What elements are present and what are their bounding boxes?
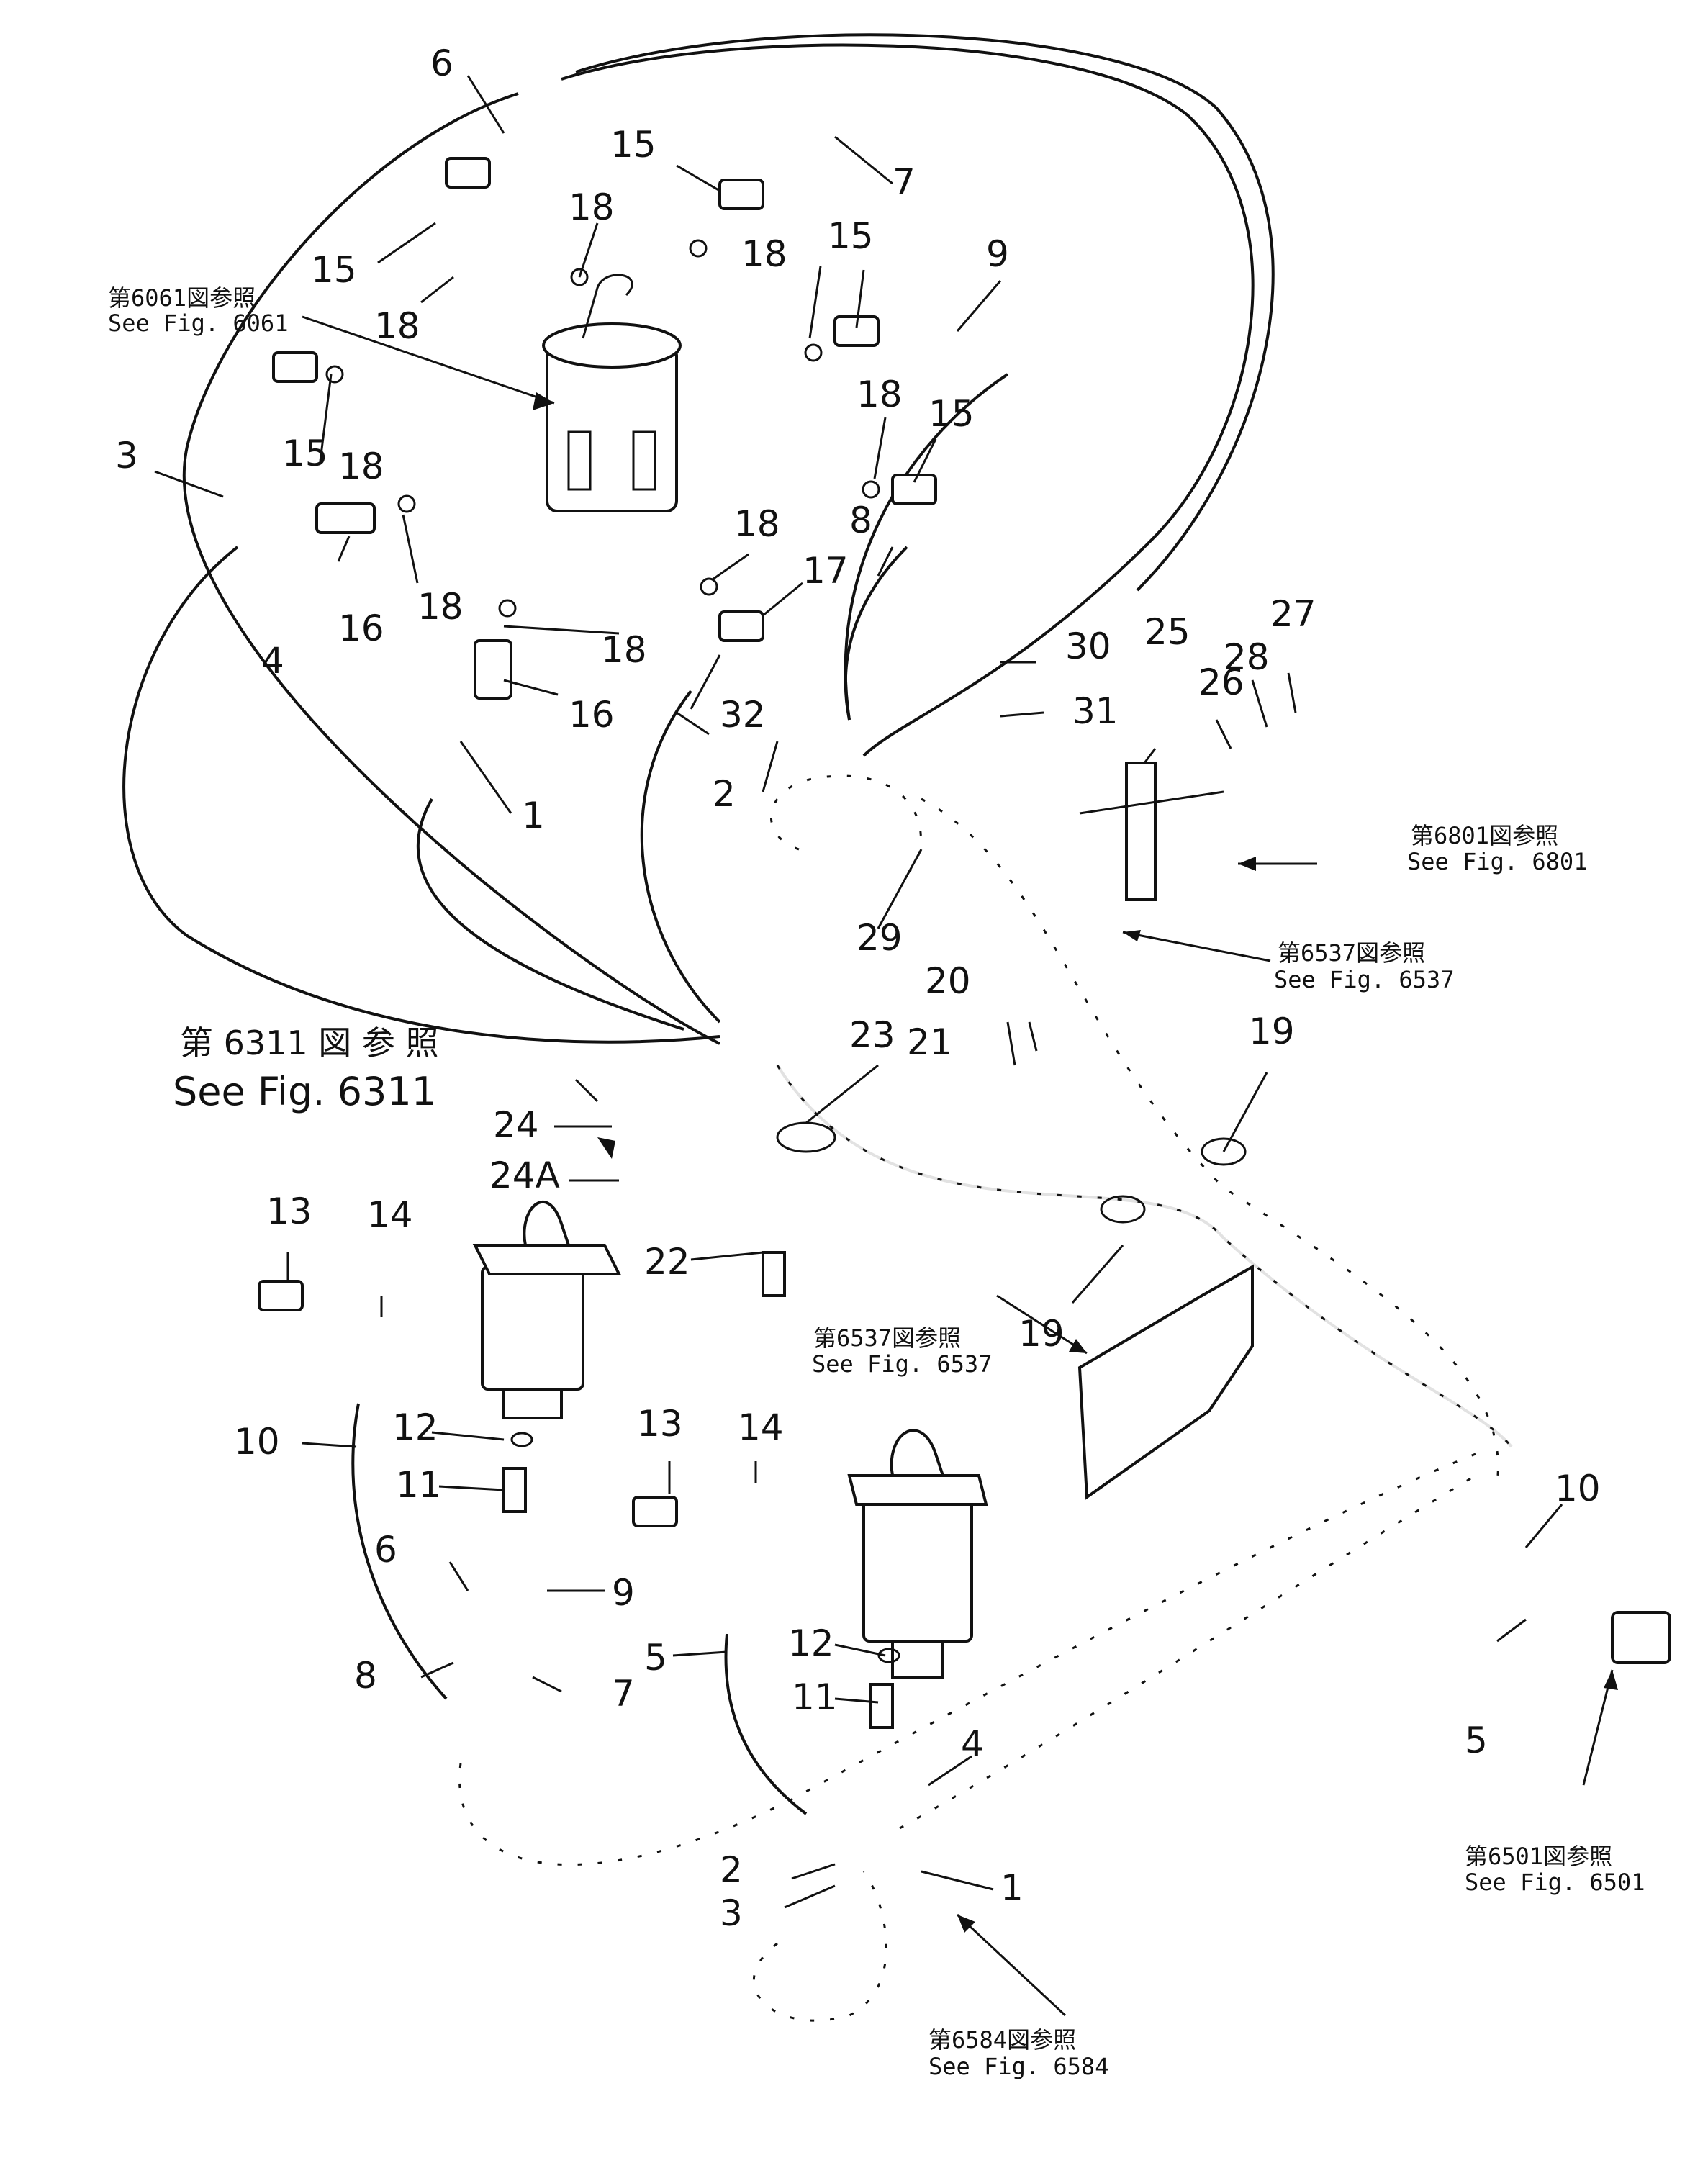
callout-32: 32	[720, 694, 766, 736]
pilot-valve-left	[472, 1200, 622, 1419]
figure-reference-6311: 第 6311 図 参 照 See Fig. 6311	[173, 1024, 439, 1114]
callout-14: 14	[738, 1406, 784, 1448]
callout-24: 24	[493, 1104, 539, 1146]
svg-text:See Fig. 6537: See Fig. 6537	[812, 1350, 992, 1378]
callout-18: 18	[601, 629, 647, 671]
callout-2: 2	[713, 773, 736, 815]
callout-3: 3	[115, 435, 138, 476]
callout-1: 1	[1000, 1867, 1024, 1909]
callout-8: 8	[354, 1655, 377, 1697]
svg-text:See Fig. 6061: See Fig. 6061	[108, 310, 288, 337]
callout-5: 5	[644, 1637, 667, 1679]
svg-text:第6501図参照: 第6501図参照	[1465, 1843, 1612, 1870]
swivel-joint	[542, 274, 682, 512]
figure-reference-6584: 第6584図参照 See Fig. 6584	[928, 2026, 1108, 2080]
callout-19: 19	[1249, 1011, 1295, 1052]
svg-text:第6061図参照: 第6061図参照	[108, 284, 256, 312]
svg-text:See Fig. 6311: See Fig. 6311	[173, 1069, 436, 1114]
callout-16: 16	[569, 694, 615, 736]
callout-4: 4	[961, 1723, 984, 1765]
spiral-wrapped-hose-bundle	[458, 774, 1513, 2022]
callout-labels: 6 7 15 15 15 15 15 18 18 18 18 18 18 18 …	[115, 42, 1601, 1934]
callout-29: 29	[857, 917, 903, 959]
svg-text:See Fig. 6501: See Fig. 6501	[1465, 1869, 1645, 1896]
callout-12: 12	[788, 1622, 834, 1664]
callout-4: 4	[261, 640, 284, 682]
callout-18: 18	[374, 305, 420, 347]
svg-text:第6584図参照: 第6584図参照	[928, 2026, 1076, 2054]
svg-text:See Fig. 6584: See Fig. 6584	[928, 2053, 1108, 2080]
callout-17: 17	[803, 550, 849, 592]
callout-2: 2	[720, 1849, 743, 1891]
callout-15: 15	[828, 215, 874, 257]
callout-3: 3	[720, 1892, 743, 1934]
callout-21: 21	[907, 1021, 953, 1063]
callout-18: 18	[857, 374, 903, 415]
leader-lines	[154, 75, 1614, 2017]
callout-15: 15	[928, 393, 975, 435]
figure-reference-6537-bottom: 第6537図参照 See Fig. 6537	[812, 1324, 992, 1378]
bracket-plate-6537	[1077, 1264, 1254, 1500]
callout-30: 30	[1065, 625, 1111, 667]
callout-27: 27	[1270, 593, 1316, 635]
callout-23: 23	[849, 1014, 895, 1056]
callout-16: 16	[338, 608, 384, 649]
callout-8: 8	[849, 500, 872, 541]
callout-20: 20	[925, 960, 971, 1002]
callout-15: 15	[282, 433, 328, 474]
figure-reference-6061: 第6061図参照 See Fig. 6061	[108, 284, 288, 337]
figure-reference-6537-top: 第6537図参照 See Fig. 6537	[1274, 939, 1454, 993]
callout-14: 14	[367, 1194, 413, 1236]
callout-9: 9	[612, 1572, 635, 1614]
callout-18: 18	[734, 503, 780, 545]
callout-7: 7	[612, 1673, 635, 1715]
reference-arrowheads	[533, 392, 1618, 1933]
callout-13: 13	[637, 1403, 683, 1445]
pilot-valve-right	[847, 1429, 988, 1679]
pilot-hoses	[122, 33, 1275, 1815]
callout-18: 18	[741, 233, 787, 275]
callout-10: 10	[234, 1421, 280, 1463]
callout-6: 6	[430, 42, 453, 84]
callout-13: 13	[266, 1191, 312, 1232]
figure-reference-6501: 第6501図参照 See Fig. 6501	[1465, 1843, 1645, 1896]
svg-text:第6801図参照: 第6801図参照	[1411, 822, 1558, 849]
callout-22: 22	[644, 1241, 690, 1283]
callout-5: 5	[1465, 1720, 1488, 1761]
callout-6: 6	[374, 1529, 397, 1571]
svg-text:第6537図参照: 第6537図参照	[813, 1324, 961, 1352]
callout-18: 18	[417, 586, 464, 628]
callout-31: 31	[1072, 690, 1119, 732]
svg-text:第 6311 図 参 照: 第 6311 図 参 照	[180, 1024, 439, 1062]
svg-text:See Fig. 6801: See Fig. 6801	[1407, 848, 1587, 875]
callout-15: 15	[610, 124, 656, 166]
valve-6501	[1611, 1611, 1671, 1664]
callout-10: 10	[1555, 1468, 1601, 1509]
callout-28: 28	[1224, 636, 1270, 678]
callout-15: 15	[311, 249, 357, 291]
callout-24A: 24A	[489, 1155, 560, 1196]
callout-26: 26	[1198, 661, 1244, 703]
callout-19: 19	[1018, 1313, 1065, 1355]
callout-11: 11	[396, 1464, 442, 1506]
callout-18: 18	[569, 186, 615, 228]
svg-text:第6537図参照: 第6537図参照	[1278, 939, 1425, 967]
callout-11: 11	[792, 1676, 838, 1718]
callout-9: 9	[986, 233, 1009, 275]
svg-text:See Fig. 6537: See Fig. 6537	[1274, 966, 1454, 993]
callout-25: 25	[1144, 611, 1190, 653]
bracket-25	[1079, 762, 1224, 901]
figure-reference-6801: 第6801図参照 See Fig. 6801	[1407, 822, 1587, 875]
callout-18: 18	[338, 446, 384, 487]
callout-1: 1	[522, 795, 545, 836]
callout-7: 7	[893, 161, 916, 203]
fittings	[258, 157, 937, 1729]
callout-12: 12	[392, 1406, 438, 1448]
